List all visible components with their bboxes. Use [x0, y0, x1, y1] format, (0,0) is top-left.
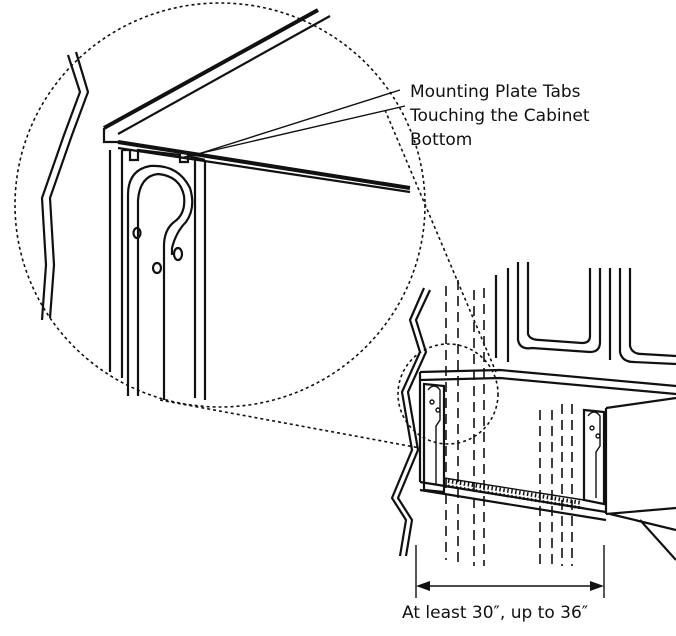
upper-cabinet-doors [494, 262, 676, 366]
callout-leader-line-2 [179, 105, 406, 159]
overview-plate-right [582, 408, 606, 506]
dimension-label: At least 30″, up to 36″ [402, 603, 588, 623]
overview-scene [390, 262, 676, 566]
callout: Mounting Plate Tabs Touching the Cabinet… [179, 82, 590, 159]
overview-wall-edge [390, 287, 431, 557]
detail-mounting-plate [108, 148, 207, 400]
detail-view [40, 8, 411, 400]
callout-line-1: Mounting Plate Tabs [410, 82, 581, 102]
dimension-arrow-left [416, 581, 430, 591]
detail-wall-edge [40, 51, 90, 321]
dimension: At least 30″, up to 36″ [402, 545, 605, 623]
small-magnifier-circle [397, 343, 499, 445]
callout-line-3: Bottom [410, 130, 472, 150]
callout-line-2: Touching the Cabinet [409, 106, 590, 126]
magnifier-connector-lines [159, 109, 497, 449]
wall-stud-lines [445, 280, 573, 566]
detail-cabinet-bottom [102, 8, 411, 194]
overview-plate-left [422, 382, 446, 494]
bottom-tray [419, 477, 607, 522]
dimension-arrow-right [590, 581, 604, 591]
callout-leader-line [194, 89, 401, 156]
